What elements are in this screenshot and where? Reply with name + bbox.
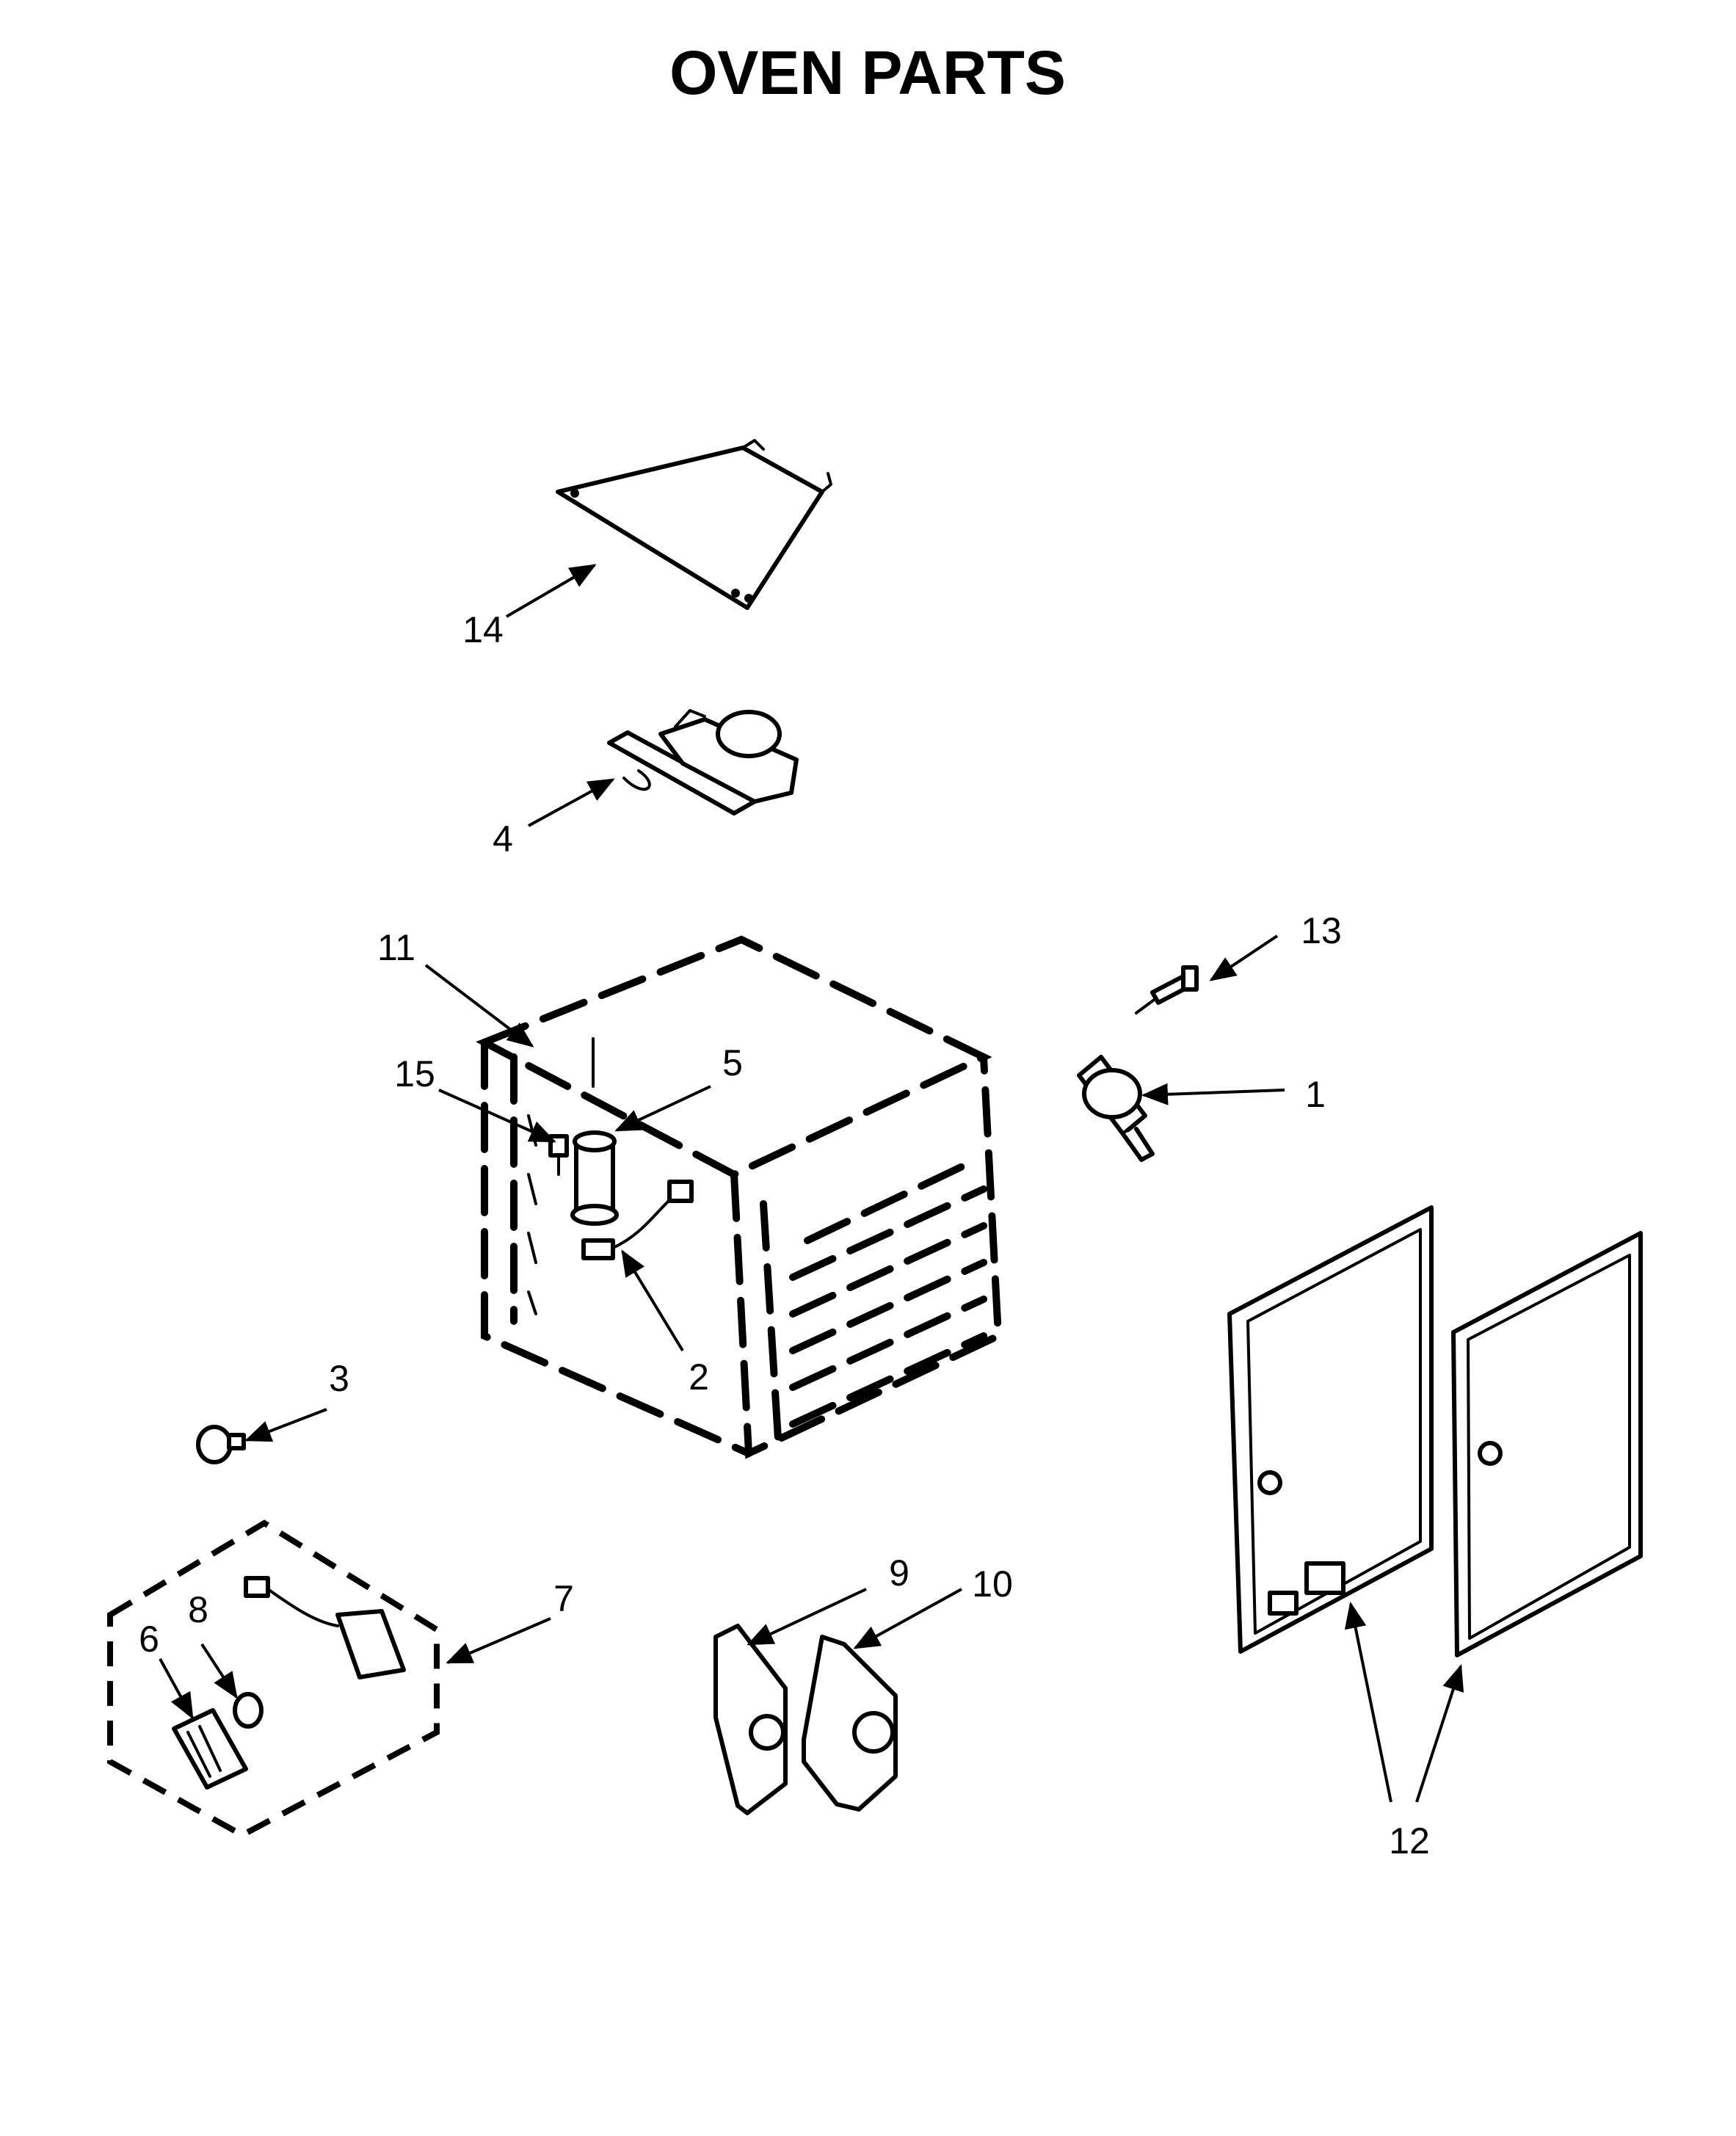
part-7-lamp-kit: [107, 1519, 440, 1839]
callout-1: 1: [1305, 1074, 1326, 1115]
callout-4: 4: [493, 818, 513, 860]
part-4-latch-assembly: [607, 709, 799, 815]
callout-3: 3: [329, 1358, 349, 1399]
part-13-screw: [1135, 965, 1199, 1014]
part-1-thermostat: [1077, 1055, 1155, 1162]
callout-5: 5: [722, 1042, 743, 1083]
part-3-knob: [196, 1425, 246, 1464]
part-9-hinge-left: [713, 1624, 788, 1815]
callout-15: 15: [394, 1053, 435, 1094]
part-12-side-panels: [1227, 1205, 1643, 1657]
page-title: OVEN PARTS: [669, 38, 1066, 107]
part-5-light-socket: [570, 1037, 619, 1226]
callout-6: 6: [139, 1619, 159, 1660]
leader-lines: [159, 564, 1464, 1803]
part-10-hinge-right: [802, 1635, 898, 1812]
callout-labels: 14 4 11 15 5 2 13 1 3 7 8 6 9 10 12: [139, 609, 1430, 1861]
callout-11: 11: [377, 927, 415, 968]
callout-13: 13: [1301, 910, 1342, 951]
callout-12: 12: [1389, 1820, 1430, 1861]
part-2-sensor: [581, 1180, 694, 1260]
part-8-lamp-socket: [244, 1576, 406, 1679]
lamp-bulb: [233, 1692, 264, 1729]
part-14-cover-plate: [556, 439, 832, 610]
callout-14: 14: [462, 609, 504, 650]
callout-7: 7: [553, 1578, 574, 1619]
callout-8: 8: [188, 1589, 208, 1630]
callout-10: 10: [972, 1563, 1013, 1605]
part-11-oven-cavity: [476, 935, 1003, 1459]
callout-2: 2: [689, 1356, 709, 1398]
callout-9: 9: [889, 1552, 909, 1594]
part-6-lamp-lens: [172, 1708, 248, 1790]
